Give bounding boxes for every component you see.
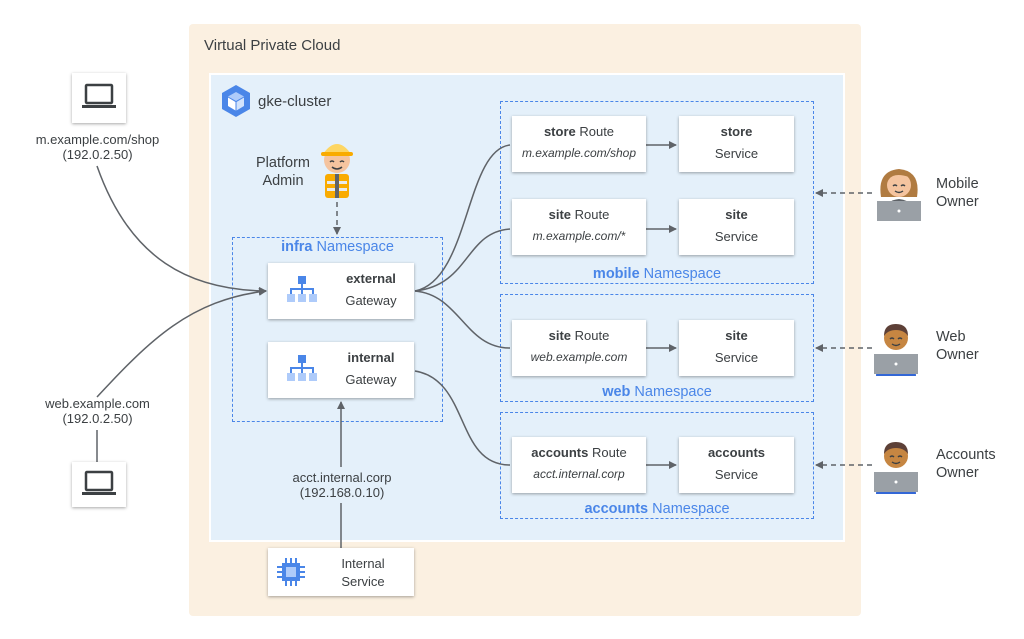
gateway-to-store-route (414, 144, 511, 292)
gke-cluster-icon (222, 85, 250, 117)
site-service-mobile-card[interactable]: site Service (679, 199, 794, 255)
infra-namespace (232, 237, 443, 422)
internal-gateway-card[interactable]: internal Gateway (268, 342, 414, 398)
web-client-laptop (72, 462, 126, 507)
laptop-icon (82, 470, 116, 495)
gateway-to-site-route (414, 228, 511, 292)
mobile-client-laptop (72, 73, 126, 123)
web-client-connector (96, 287, 267, 398)
infra-namespace-label: infra Namespace (281, 239, 394, 255)
site-route-mobile-card[interactable]: site Route m.example.com/* (512, 199, 646, 255)
load-balancer-icon (287, 276, 317, 302)
store-route-card[interactable]: store Route m.example.com/shop (512, 116, 646, 172)
mobile-owner-avatar-icon (877, 169, 921, 221)
mobile-namespace-label: mobile Namespace (592, 266, 722, 282)
site-service-web-card[interactable]: site Service (679, 320, 794, 376)
external-gateway-card[interactable]: external Gateway (268, 263, 414, 319)
accounts-namespace (500, 412, 814, 519)
vpc-label: Virtual Private Cloud (204, 37, 341, 54)
web-namespace-label: web Namespace (602, 384, 712, 400)
platform-admin-avatar-icon (321, 144, 353, 198)
laptop-icon (82, 83, 116, 108)
mobile-namespace (500, 101, 814, 284)
gke-cluster-label: gke-cluster (258, 93, 332, 110)
chip-icon (277, 558, 305, 586)
mobile-client-address: m.example.com/shop(192.0.2.50) (35, 132, 160, 162)
store-service-card[interactable]: store Service (679, 116, 794, 172)
web-client-address: web.example.com(192.0.2.50) (45, 396, 150, 426)
site-route-web-card[interactable]: site Route web.example.com (512, 320, 646, 376)
gateway-to-web-route (414, 290, 511, 349)
internal-client-address: acct.internal.corp(192.168.0.10) (292, 470, 392, 500)
web-namespace (500, 294, 814, 402)
web-owner-avatar-icon (874, 324, 918, 376)
accounts-owner-avatar-icon (874, 442, 918, 494)
internal-gateway-to-accounts-route (414, 370, 511, 466)
accounts-namespace-label: accounts Namespace (584, 501, 730, 517)
accounts-route-card[interactable]: accounts Route acct.internal.corp (512, 437, 646, 493)
mobile-client-connector (96, 165, 267, 295)
load-balancer-icon (287, 355, 317, 381)
accounts-service-card[interactable]: accounts Service (679, 437, 794, 493)
